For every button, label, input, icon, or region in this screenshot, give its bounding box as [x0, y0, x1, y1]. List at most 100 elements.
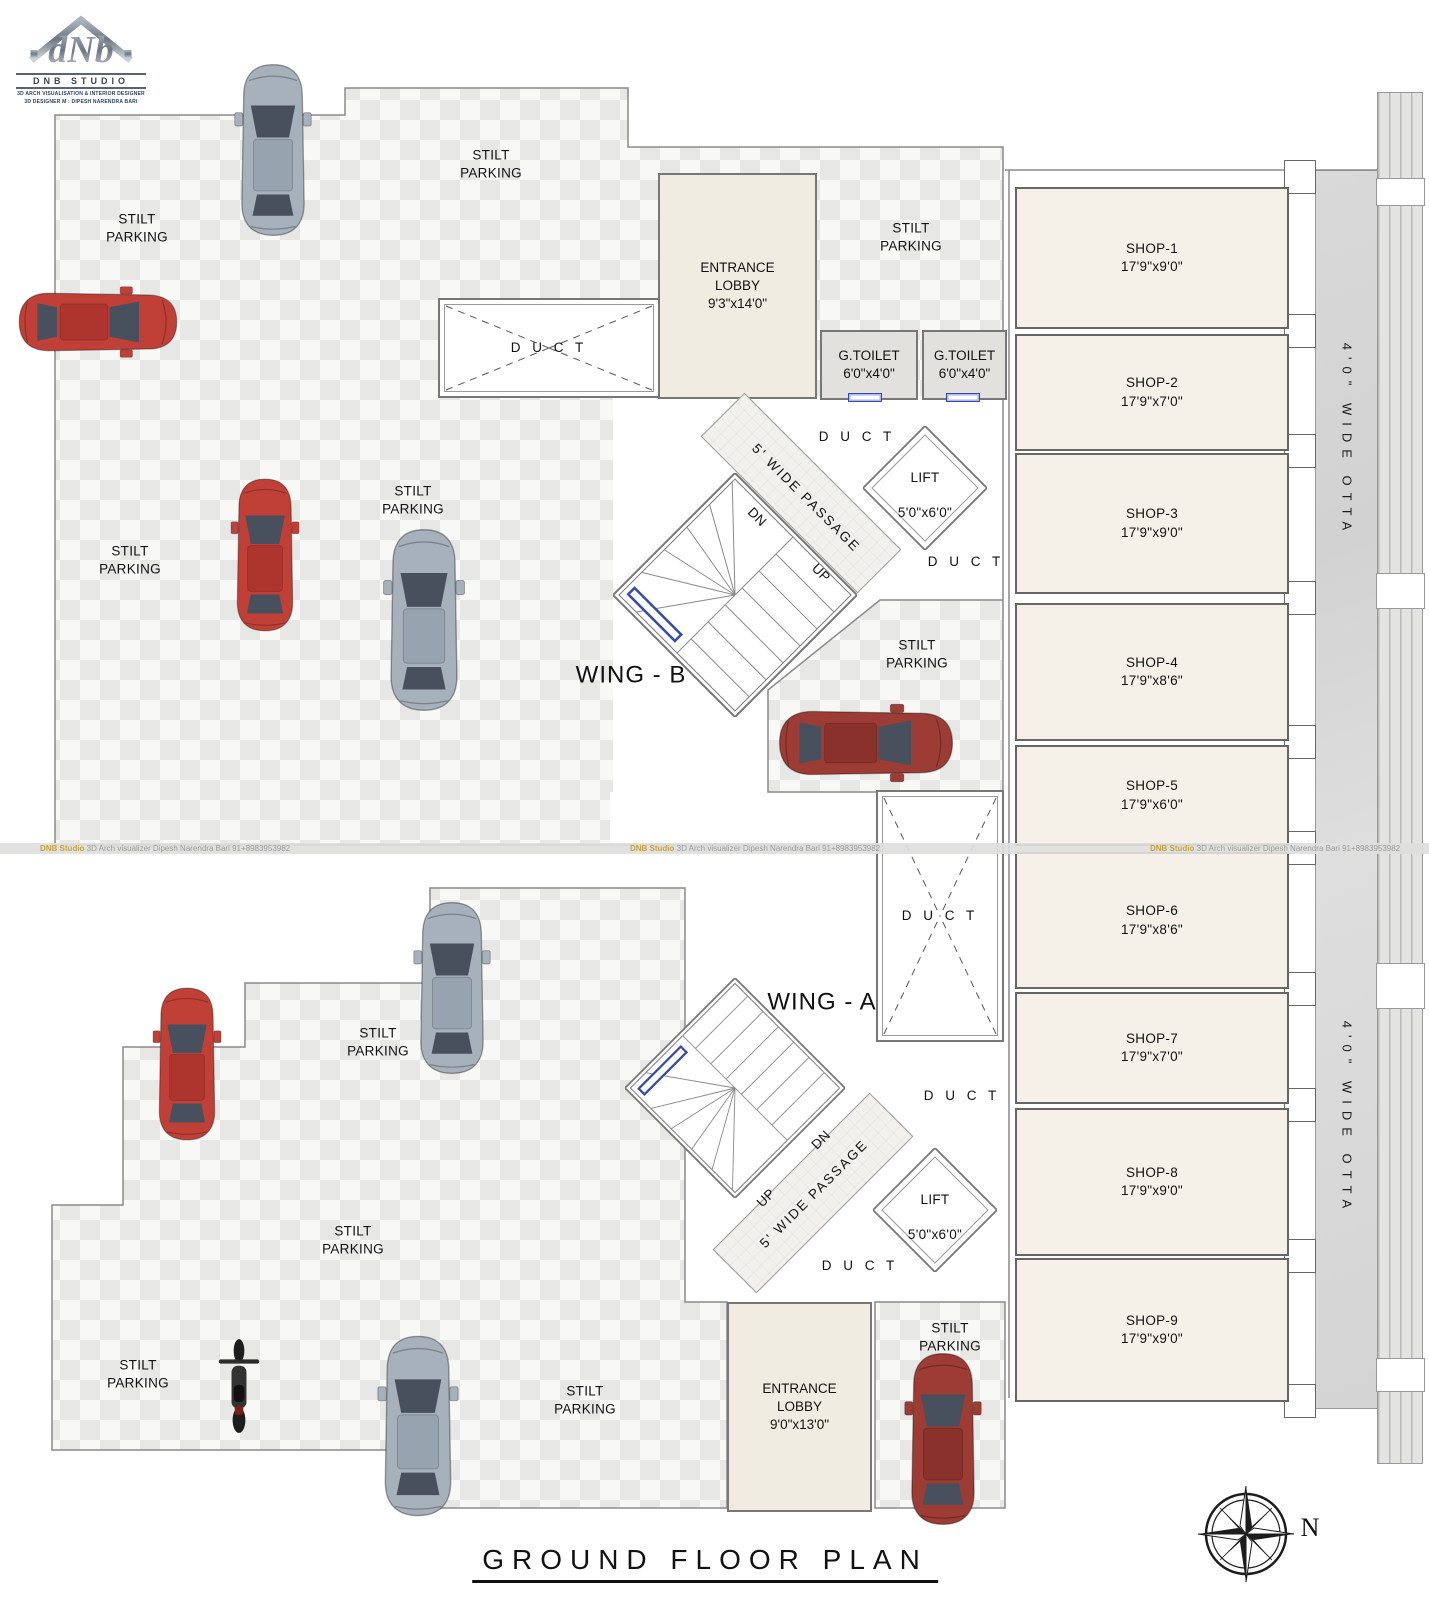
car-icon — [18, 286, 178, 358]
shop-2: SHOP-2 17'9"x7'0" — [1015, 334, 1289, 451]
car-icon — [230, 478, 300, 632]
shop-1: SHOP-1 17'9"x9'0" — [1015, 187, 1289, 329]
stilt-parking-label: STILT PARKING — [554, 1383, 616, 1416]
stilt-parking-label: STILT PARKING — [347, 1025, 409, 1058]
room-size: 5'0"x6'0" — [907, 1226, 963, 1242]
room-size: 5'0"x6'0" — [897, 504, 953, 520]
parked-car-gray — [233, 58, 313, 242]
room-size: 6'0"x4'0" — [938, 366, 991, 381]
room-name: LIFT — [910, 469, 940, 485]
duct-label: D U C T — [927, 554, 1005, 570]
wing-a-label: WING - A — [767, 988, 877, 1016]
pillar — [1284, 972, 1316, 1006]
duct-label: D U C T — [510, 340, 588, 356]
shop-name: SHOP-5 — [1125, 778, 1179, 794]
entrance-lobby-wing-b: ENTRANCE LOBBY 9'3"x14'0" — [658, 173, 817, 399]
shop-size: 17'9"x9'0" — [1120, 259, 1184, 274]
logo-name: DNB STUDIO — [16, 73, 146, 89]
shop-5: SHOP-5 17'9"x6'0" — [1015, 745, 1289, 846]
stilt-parking-label: STILT PARKING — [322, 1223, 384, 1256]
car-icon — [904, 1352, 982, 1526]
parked-car-red — [150, 985, 224, 1143]
parked-car-gray — [381, 526, 467, 714]
shop-name: SHOP-1 — [1125, 240, 1179, 256]
svg-text:dNb: dNb — [48, 29, 113, 70]
shop-6: SHOP-6 17'9"x8'6" — [1015, 852, 1289, 989]
shop-size: 17'9"x8'6" — [1120, 921, 1184, 937]
parked-car-gray — [376, 1323, 460, 1529]
pillar — [1284, 160, 1316, 194]
compass-rose-icon — [1197, 1485, 1295, 1583]
pillar — [1284, 581, 1316, 615]
parked-car-red — [16, 278, 180, 366]
shop-3: SHOP-3 17'9"x9'0" — [1015, 453, 1289, 594]
duct-room-wing-b: D U C T — [438, 298, 660, 398]
car-icon — [383, 529, 465, 711]
shop-size: 17'9"x9'0" — [1120, 1331, 1184, 1346]
logo-tagline-1: 3D ARCH VISUALISATION & INTERIOR DESIGNE… — [17, 91, 145, 97]
shop-size: 17'9"x9'0" — [1120, 524, 1184, 540]
room-size: 6'0"x4'0" — [843, 366, 895, 381]
entrance-lobby-wing-a: ENTRANCE LOBBY 9'0"x13'0" — [727, 1302, 872, 1512]
logo-house-icon: dNb — [29, 15, 133, 71]
duct-label: D U C T — [923, 1088, 1001, 1104]
duct-label: D U C T — [818, 429, 896, 445]
watermark-studio: DNB Studio — [40, 844, 85, 853]
page-title: GROUND FLOOR PLAN — [472, 1544, 938, 1583]
shop-size: 17'9"x7'0" — [1120, 393, 1184, 409]
shop-name: SHOP-6 — [1125, 903, 1179, 919]
parked-motorcycle — [215, 1338, 263, 1434]
room-name: G.TOILET — [933, 347, 996, 363]
steps-opening — [1376, 963, 1425, 1009]
parked-car-gray — [412, 885, 492, 1091]
dnb-studio-logo: dNb DNB STUDIO 3D ARCH VISUALISATION & I… — [16, 12, 146, 106]
shop-name: SHOP-9 — [1125, 1312, 1179, 1328]
toilet-wing-b-2: G.TOILET 6'0"x4'0" — [922, 330, 1007, 400]
stilt-parking-label: STILT PARKING — [886, 637, 948, 670]
car-icon — [413, 901, 491, 1075]
side-steps-strip — [1377, 92, 1423, 1464]
stilt-parking-label: STILT PARKING — [880, 220, 942, 253]
stilt-parking-label: STILT PARKING — [382, 483, 444, 516]
steps-opening — [1376, 573, 1425, 609]
stilt-parking-label: STILT PARKING — [106, 211, 168, 244]
car-icon — [778, 703, 954, 783]
shop-4: SHOP-4 17'9"x8'6" — [1015, 603, 1289, 741]
room-name: ENTRANCE LOBBY — [762, 1380, 837, 1414]
room-name: G.TOILET — [838, 347, 900, 363]
shop-name: SHOP-4 — [1125, 654, 1179, 670]
shop-name: SHOP-8 — [1125, 1164, 1179, 1180]
duct-label: D U C T — [901, 908, 979, 924]
wing-b-label: WING - B — [575, 661, 687, 689]
watermark-credit: 3D Arch visualizer Dipesh Narendra Bari … — [676, 844, 881, 853]
shop-name: SHOP-7 — [1125, 1030, 1179, 1046]
watermark-band: DNB Studio 3D Arch visualizer Dipesh Nar… — [0, 843, 1429, 854]
car-icon — [152, 987, 222, 1141]
lift-label-wing-b: LIFT 5'0"x6'0" — [898, 451, 952, 521]
watermark-credit: 3D Arch visualizer Dipesh Narendra Bari … — [1196, 844, 1401, 853]
room-size: 9'3"x14'0" — [707, 296, 768, 312]
shop-9: SHOP-9 17'9"x9'0" — [1015, 1258, 1289, 1402]
car-icon — [377, 1335, 459, 1517]
pillar — [1284, 1088, 1316, 1122]
shop-8: SHOP-8 17'9"x9'0" — [1015, 1108, 1289, 1256]
duct-x-marks — [883, 797, 997, 1035]
lift-label-wing-a: LIFT 5'0"x6'0" — [908, 1173, 962, 1243]
car-icon — [234, 63, 312, 237]
parked-car-red — [226, 476, 304, 634]
watermark-studio: DNB Studio — [1150, 844, 1195, 853]
duct-label: D U C T — [821, 1258, 899, 1274]
watermark-studio: DNB Studio — [630, 844, 675, 853]
stilt-parking-label: STILT PARKING — [107, 1357, 169, 1390]
duct-room-shared: D U C T — [876, 790, 1004, 1042]
north-label: N — [1300, 1513, 1320, 1542]
watermark-credit: 3D Arch visualizer Dipesh Narendra Bari … — [86, 844, 291, 853]
parked-car-darkred — [776, 696, 956, 790]
otta-label-lower: 4'0" WIDE OTTA — [1339, 1020, 1355, 1216]
shop-name: SHOP-3 — [1125, 506, 1179, 522]
shop-size: 17'9"x7'0" — [1120, 1049, 1184, 1064]
steps-opening — [1376, 1358, 1425, 1392]
otta-label-upper: 4'0" WIDE OTTA — [1339, 342, 1355, 538]
toilet-window — [848, 393, 882, 402]
